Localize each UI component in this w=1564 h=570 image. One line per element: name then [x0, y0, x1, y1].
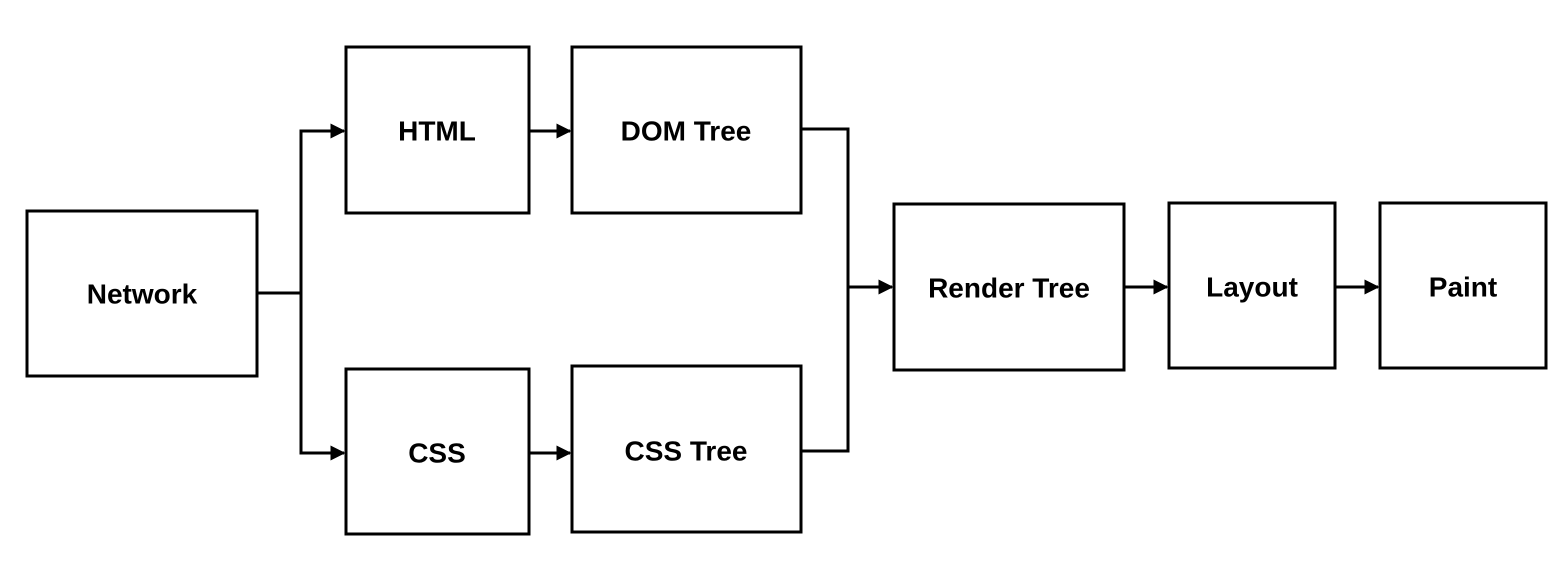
edge-css-tree-to-render-tree [801, 287, 850, 453]
edge-network-to-html [299, 123, 346, 293]
node-html: HTML [344, 45, 531, 215]
node-render-tree-box [892, 202, 1126, 372]
node-render-tree: Render Tree [892, 202, 1126, 372]
node-layout: Layout [1167, 201, 1337, 370]
node-css-box [344, 367, 531, 536]
node-layout-box [1167, 201, 1337, 370]
node-css: CSS [344, 367, 531, 536]
node-layout-label: Layout [1206, 272, 1298, 303]
node-css-tree-box [570, 364, 803, 534]
edge-dom-tree-to-render-tree [801, 127, 850, 287]
edge-network-to-css [299, 293, 346, 461]
node-render-tree-label: Render Tree [928, 273, 1090, 304]
node-html-box [344, 45, 531, 215]
node-dom-tree-box [570, 45, 803, 215]
node-css-label: CSS [408, 438, 466, 469]
edges [257, 123, 1380, 461]
node-network-label: Network [87, 279, 198, 310]
node-css-tree-label: CSS Tree [625, 436, 748, 467]
node-paint-label: Paint [1429, 272, 1497, 303]
node-paint-box [1378, 201, 1548, 370]
node-paint: Paint [1378, 201, 1548, 370]
node-dom-tree-label: DOM Tree [621, 116, 752, 147]
node-css-tree: CSS Tree [570, 364, 803, 534]
node-network-box [25, 209, 259, 378]
node-dom-tree: DOM Tree [570, 45, 803, 215]
node-html-label: HTML [398, 116, 476, 147]
node-network: Network [25, 209, 259, 378]
